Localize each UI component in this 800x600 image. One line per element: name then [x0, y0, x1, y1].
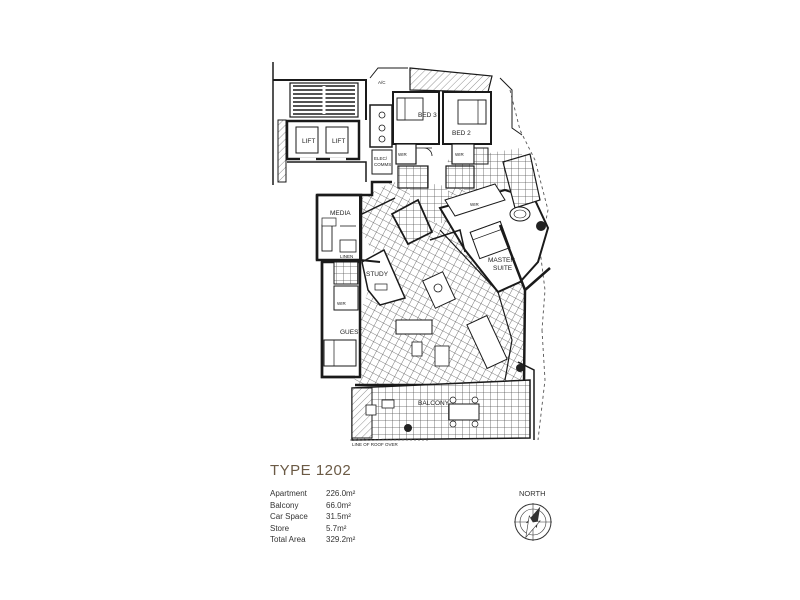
stair [289, 82, 359, 118]
area-label: Car Space [270, 512, 308, 521]
master-wir-label: WIR [470, 202, 479, 207]
study: STUDY [361, 248, 407, 306]
bed2-wir-label: WIR [455, 152, 464, 157]
area-row-total: Total Area 329.2m² [270, 534, 355, 546]
area-value: 226.0m² [326, 489, 356, 498]
compass-icon [514, 503, 552, 541]
area-value: 66.0m² [326, 500, 351, 510]
media-label: MEDIA [330, 210, 351, 217]
area-label: Total Area [270, 535, 306, 544]
bed3: BED 3 WIR [392, 91, 440, 189]
ac-label: A/C [378, 80, 386, 85]
bed2-label: BED 2 [452, 130, 471, 137]
bed3-wir-label: WIR [398, 152, 407, 157]
master-label-2: SUITE [493, 265, 513, 272]
elec-label-1: ELEC/ [374, 156, 388, 161]
area-schedule: Apartment 226.0m² Balcony 66.0m² Car Spa… [270, 488, 355, 546]
media-room: MEDIA LINEN [315, 193, 363, 262]
area-label: Store [270, 523, 290, 533]
area-row-car-space: Car Space 31.5m² [270, 511, 355, 523]
roof-line-label: LINE OF ROOF OVER [352, 442, 399, 447]
guest-wir-label: WIR [337, 301, 346, 306]
study-label: STUDY [366, 271, 389, 278]
area-value: 31.5m² [326, 512, 351, 521]
guest-label: GUEST [340, 329, 362, 336]
area-row-balcony: Balcony 66.0m² [270, 500, 355, 512]
master-label-1: MASTER [488, 257, 515, 264]
planter-top [409, 67, 493, 93]
guest-room: WIR GUEST [320, 260, 362, 379]
area-value: 329.2m² [326, 535, 356, 544]
dining-table [466, 314, 508, 370]
core: LIFT LIFT ELEC/ COMMS A/C [272, 62, 408, 185]
area-value: 5.7m² [326, 523, 347, 533]
linen-label: LINEN [340, 254, 353, 259]
balcony: BALCONY LINE OF ROOF OVER [350, 361, 535, 447]
balcony-label: BALCONY [418, 400, 450, 407]
bed2: BED 2 WIR [442, 91, 492, 189]
north-label: NORTH [519, 489, 546, 498]
lift-left-label: LIFT [302, 138, 315, 145]
master-suite: WIR MASTER SUITE [438, 153, 550, 294]
area-label: Apartment [270, 489, 307, 498]
sofa [395, 319, 450, 367]
area-row-apartment: Apartment 226.0m² [270, 488, 355, 500]
elec-label-2: COMMS [374, 162, 391, 167]
unit-type-title: TYPE 1202 [270, 462, 352, 479]
bed3-label: BED 3 [418, 112, 437, 119]
lift-right-label: LIFT [332, 138, 345, 145]
area-label: Balcony [270, 500, 299, 510]
area-row-store: Store 5.7m² [270, 523, 355, 535]
